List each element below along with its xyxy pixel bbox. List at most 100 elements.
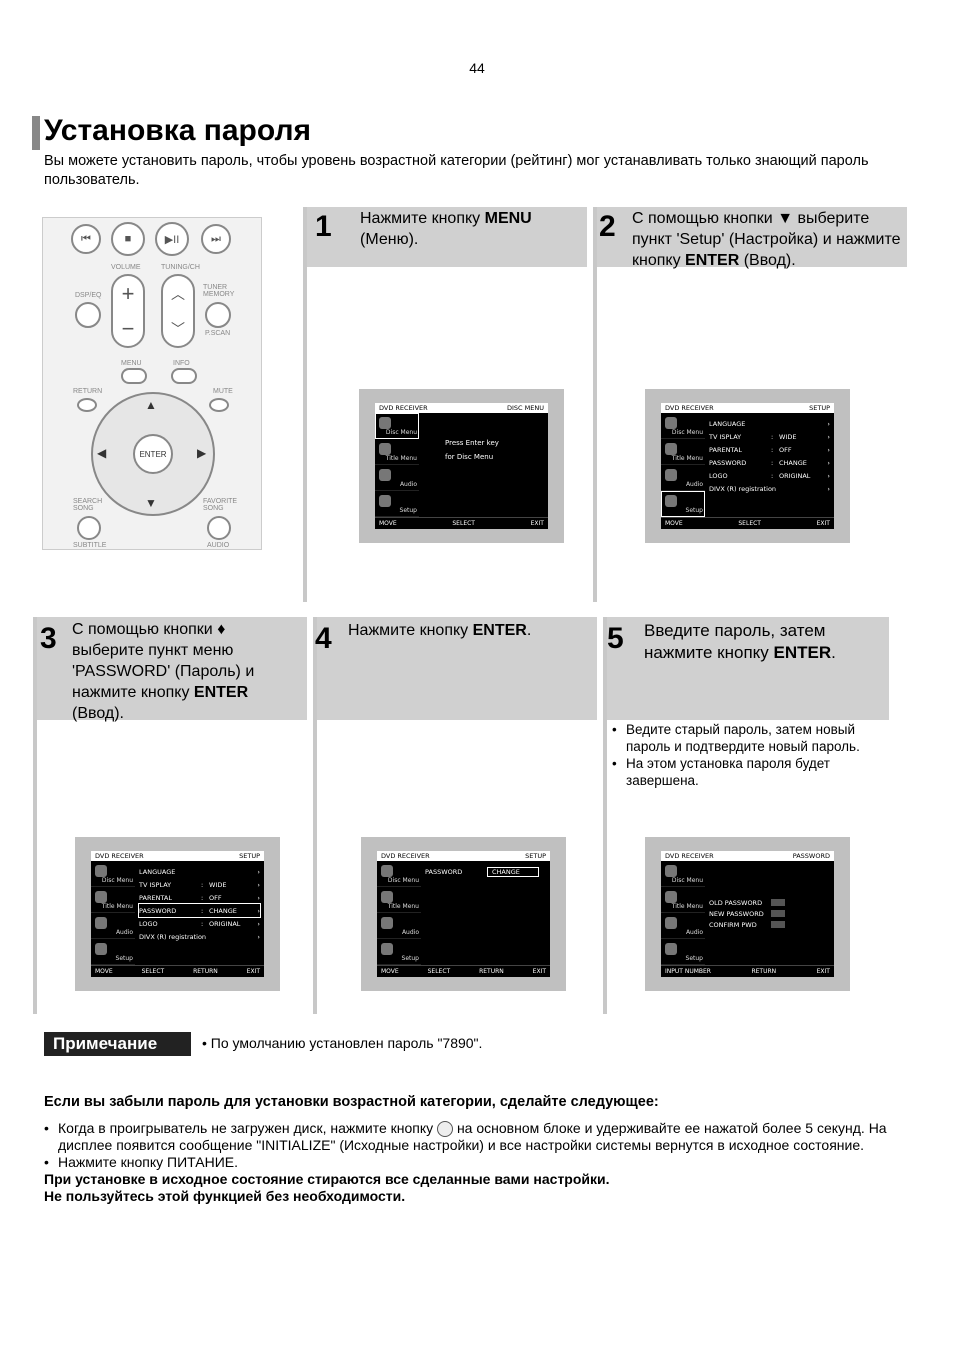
stop-button-icon bbox=[437, 1121, 454, 1138]
list-item: Ведите старый пароль, затем новый пароль… bbox=[612, 721, 884, 755]
warning-1: При установке в исходное состояние стира… bbox=[44, 1171, 610, 1188]
page-title: Установка пароля bbox=[44, 114, 312, 147]
play-pause-icon: ▶II bbox=[155, 222, 189, 256]
sidebar-audio: Audio bbox=[661, 465, 705, 491]
change-box: CHANGE bbox=[487, 866, 539, 877]
tuner-memory-label: TUNER MEMORY bbox=[203, 284, 235, 298]
setup-row: DIVX (R) registration› bbox=[139, 932, 260, 941]
sidebar-audio: Audio bbox=[375, 465, 419, 491]
sidebar-disc-menu: Disc Menu bbox=[377, 861, 421, 887]
sidebar-setup: Setup bbox=[375, 491, 419, 517]
subtitle-button bbox=[77, 516, 101, 540]
intro-text: Вы можете установить пароль, чтобы урове… bbox=[44, 153, 869, 188]
menu-button bbox=[121, 368, 147, 384]
step-4-text: Нажмите кнопку ENTER. bbox=[348, 622, 532, 639]
setup-row: PARENTAL:OFF› bbox=[139, 893, 260, 902]
list-item: Нажмите кнопку ПИТАНИЕ. bbox=[44, 1154, 914, 1171]
setup-row: DIVX (R) registration› bbox=[709, 484, 830, 493]
sidebar-title-menu: Title Menu bbox=[661, 439, 705, 465]
enter-label: ENTER bbox=[139, 449, 167, 459]
step-1-header bbox=[307, 207, 587, 267]
step-2-column bbox=[593, 207, 907, 602]
step-2-header bbox=[597, 207, 907, 267]
sidebar-disc-menu: Disc Menu bbox=[661, 861, 705, 887]
sidebar-disc-menu: Disc Menu bbox=[375, 413, 419, 439]
sidebar-title-menu: Title Menu bbox=[375, 439, 419, 465]
volume-label: VOLUME bbox=[111, 264, 141, 271]
enter-button: ENTER bbox=[133, 434, 173, 474]
step-4-number: 4 bbox=[315, 622, 332, 655]
tuner-memory-button bbox=[205, 302, 231, 328]
next-icon: ⏭ bbox=[201, 224, 231, 254]
sidebar-setup: Setup bbox=[91, 939, 135, 965]
sidebar-audio: Audio bbox=[377, 913, 421, 939]
menu-label: MENU bbox=[121, 360, 142, 367]
up-arrow-icon: ▲ bbox=[145, 398, 157, 412]
tuning-rocker: ︿﹀ bbox=[161, 274, 195, 348]
dsp-label: DSP/EQ bbox=[75, 292, 102, 299]
dsp-button bbox=[75, 302, 101, 328]
return-label: RETURN bbox=[73, 388, 103, 395]
setup-row: LOGO:ORIGINAL› bbox=[139, 919, 260, 928]
setup-row: TV ISPLAY:WIDE› bbox=[139, 880, 260, 889]
password-label: PASSWORD bbox=[425, 867, 463, 876]
setup-row: LANGUAGE› bbox=[709, 419, 830, 428]
setup-row: TV ISPLAY:WIDE› bbox=[709, 432, 830, 441]
note-text: • По умолчанию установлен пароль "7890". bbox=[202, 1035, 483, 1051]
step-5-column bbox=[603, 617, 889, 1014]
mute-label: MUTE bbox=[213, 388, 233, 395]
favorite-song-label: FAVORITE SONG bbox=[203, 498, 238, 512]
right-arrow-icon: ▶ bbox=[197, 446, 207, 460]
audio-label: AUDIO bbox=[207, 542, 230, 549]
page-number: 44 bbox=[469, 60, 485, 76]
tv-screen-1: DVD RECEIVER DISC MENU Disc Menu Title Me… bbox=[359, 389, 564, 543]
pscan-label: P.SCAN bbox=[205, 330, 231, 337]
step-3-number: 3 bbox=[40, 622, 57, 655]
sidebar-setup: Setup bbox=[661, 491, 705, 517]
step-5-header bbox=[607, 617, 889, 720]
step-4-header bbox=[317, 617, 597, 720]
title-accent-bar bbox=[32, 116, 40, 150]
mute-button bbox=[209, 398, 229, 412]
return-button bbox=[77, 398, 97, 412]
sidebar-setup: Setup bbox=[661, 939, 705, 965]
sidebar-disc-menu: Disc Menu bbox=[661, 413, 705, 439]
step-1-number: 1 bbox=[315, 210, 332, 243]
prev-icon: ⏮ bbox=[71, 224, 101, 254]
step-1-text: Нажмите кнопку MENU (Меню). bbox=[360, 210, 532, 248]
step-5-text: Введите пароль, затем нажмите кнопку ENT… bbox=[644, 621, 836, 662]
sidebar-title-menu: Title Menu bbox=[661, 887, 705, 913]
screen-header: DISC MENU bbox=[507, 404, 544, 412]
step-2-number: 2 bbox=[599, 210, 616, 243]
sidebar-setup: Setup bbox=[377, 939, 421, 965]
setup-row: PASSWORD:CHANGE› bbox=[709, 458, 830, 467]
list-item: Когда в проигрыватель не загружен диск, … bbox=[44, 1120, 914, 1154]
screen-message-1: Press Enter key bbox=[445, 439, 499, 447]
screen-brand: DVD RECEIVER bbox=[379, 404, 428, 412]
subtitle-label: SUBTITLE bbox=[73, 542, 107, 549]
step-4-column bbox=[313, 617, 597, 1014]
step-1-column bbox=[303, 207, 587, 602]
sidebar-title-menu: Title Menu bbox=[91, 887, 135, 913]
tuning-label: TUNING/CH bbox=[161, 264, 200, 271]
setup-row: PARENTAL:OFF› bbox=[709, 445, 830, 454]
info-button bbox=[171, 368, 197, 384]
info-label: INFO bbox=[173, 360, 190, 367]
forgot-heading: Если вы забыли пароль для установки возр… bbox=[44, 1094, 659, 1110]
forgot-password-section: Если вы забыли пароль для установки возр… bbox=[44, 1094, 914, 1205]
sidebar-disc-menu: Disc Menu bbox=[91, 861, 135, 887]
step-3-header bbox=[37, 617, 307, 720]
stop-icon: ■ bbox=[111, 222, 145, 256]
step-5-bullets: Ведите старый пароль, затем новый пароль… bbox=[612, 721, 884, 789]
sidebar-audio: Audio bbox=[91, 913, 135, 939]
step-3-column bbox=[33, 617, 307, 1014]
remote-control-illustration: ⏮ ■ ▶II ⏭ VOLUME TUNING/CH DSP/EQ TUNER … bbox=[42, 217, 262, 550]
left-arrow-icon: ◀ bbox=[97, 446, 107, 460]
sidebar-title-menu: Title Menu bbox=[377, 887, 421, 913]
screen-message-2: for Disc Menu bbox=[445, 453, 494, 461]
warning-2: Не пользуйтесь этой функцией без необход… bbox=[44, 1188, 406, 1205]
step-3-text: С помощью кнопки ♦ выберите пункт меню '… bbox=[72, 621, 255, 722]
down-arrow-icon: ▼ bbox=[145, 496, 157, 510]
